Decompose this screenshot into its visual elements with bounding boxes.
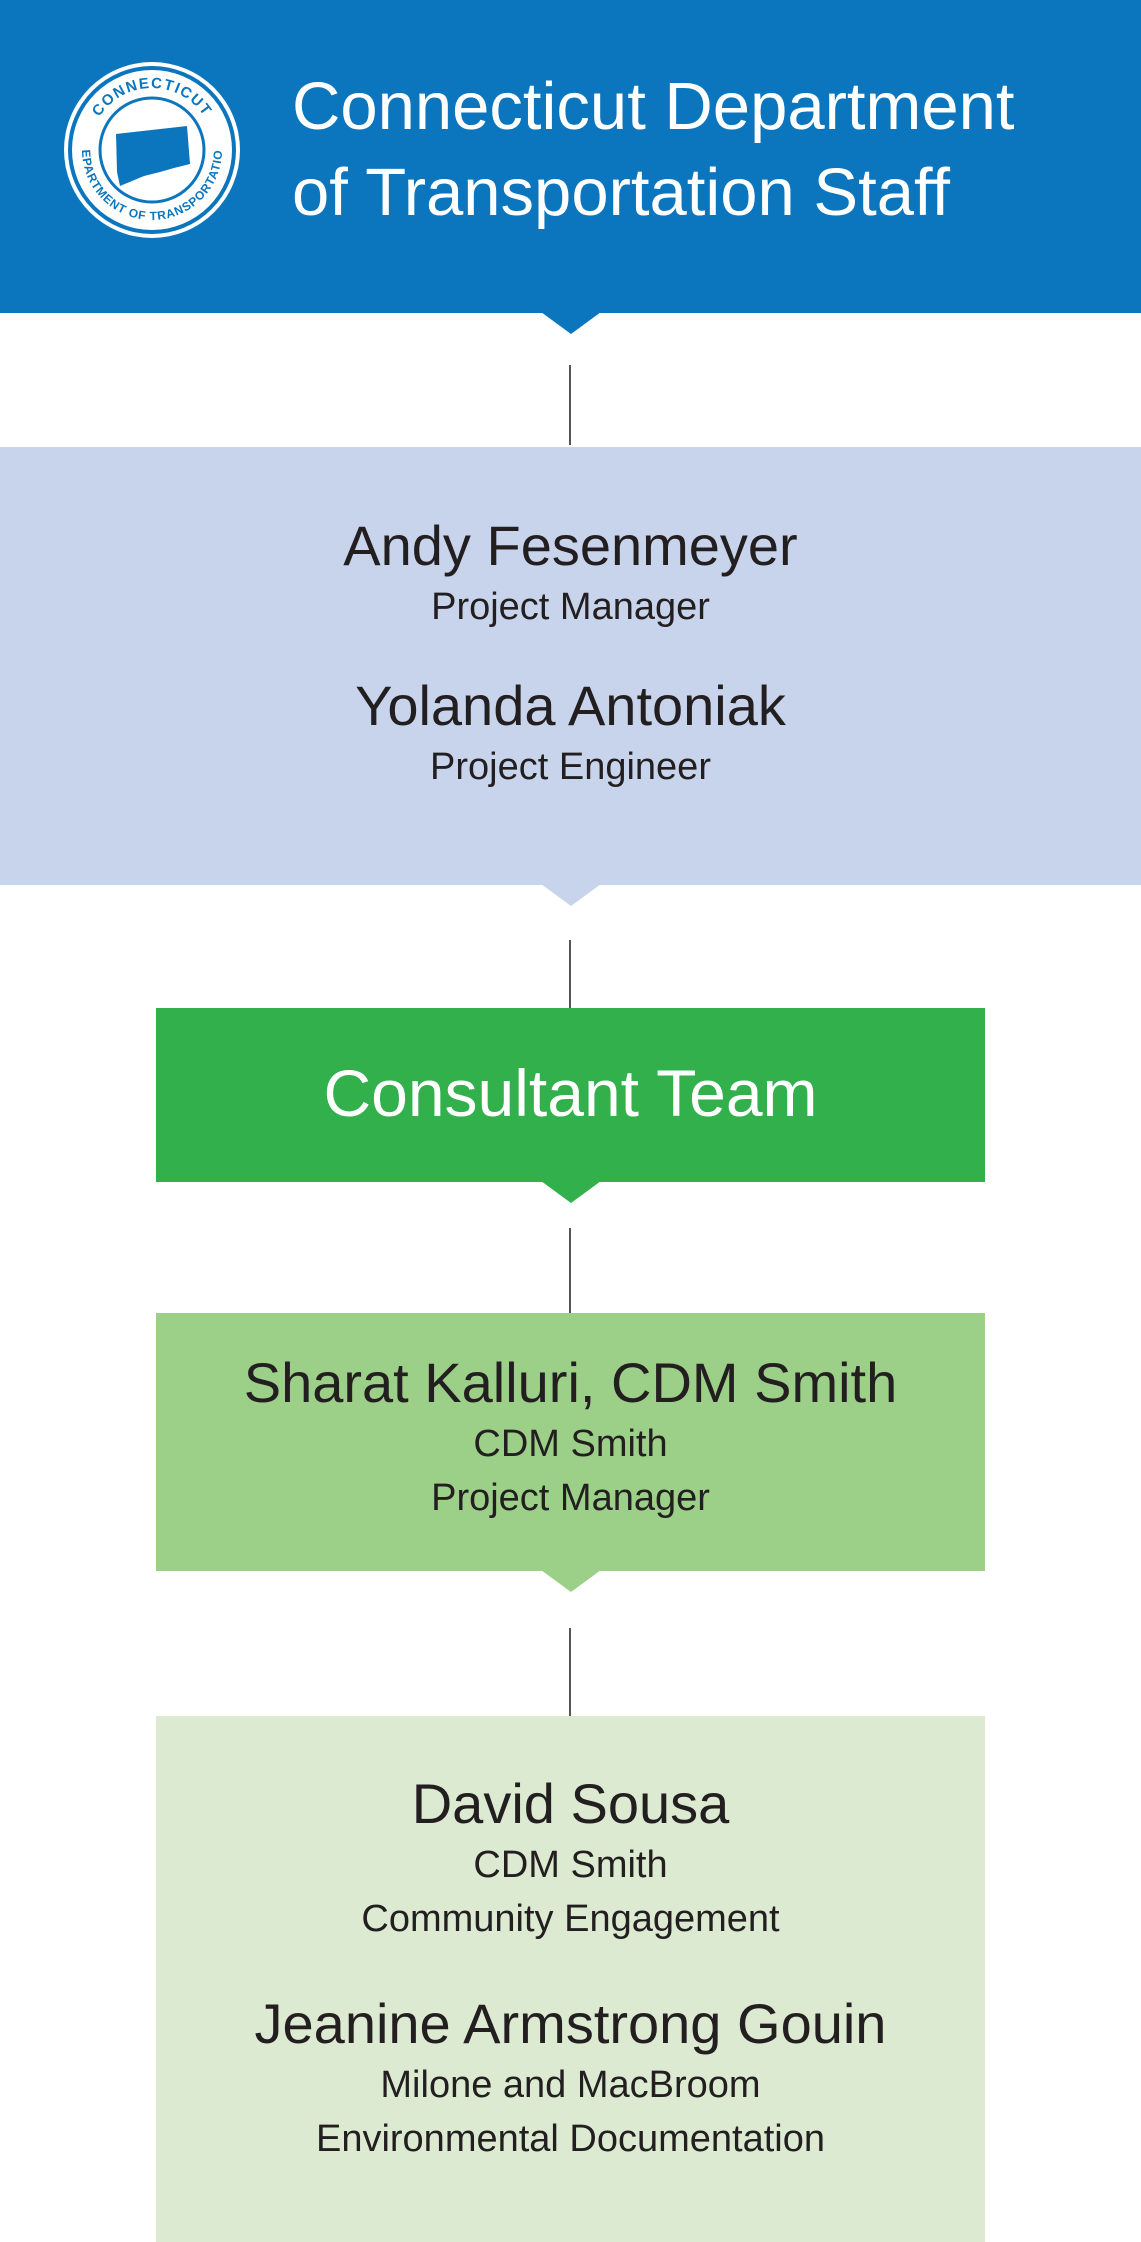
- person-name: Andy Fesenmeyer: [343, 514, 798, 577]
- person-role: Community Engagement: [361, 1898, 780, 1940]
- title-line-1: Connecticut Department: [292, 69, 1015, 144]
- page-title: Connecticut Department of Transportation…: [292, 64, 1092, 236]
- staff-card: Yolanda Antoniak Project Engineer: [0, 672, 1141, 794]
- dot-box-pointer: [541, 884, 601, 906]
- person-role: Environmental Documentation: [315, 2118, 826, 2160]
- title-line-2: of Transportation Staff: [292, 155, 950, 230]
- person-name: Jeanine Armstrong Gouin: [254, 1992, 887, 2055]
- connector-line: [569, 1628, 571, 1716]
- person-company: Milone and MacBroom: [380, 2064, 761, 2106]
- dot-staff-box: Andy Fesenmeyer Project Manager Yolanda …: [0, 447, 1141, 885]
- connector-line: [569, 940, 571, 1008]
- person-role: Project Engineer: [430, 746, 711, 788]
- consultant-staff-box: David Sousa CDM Smith Community Engageme…: [156, 1716, 985, 2242]
- ctdot-seal-logo: CONNECTICUT DEPARTMENT OF TRANSPORTATION: [62, 60, 240, 238]
- consultant-pm-box: Sharat Kalluri, CDM Smith CDM Smith Proj…: [156, 1313, 985, 1571]
- header-pointer: [541, 312, 601, 334]
- person-role: Project Manager: [431, 1477, 710, 1519]
- person-role: Project Manager: [431, 586, 710, 628]
- person-company: CDM Smith: [473, 1844, 668, 1886]
- person-company: CDM Smith: [473, 1423, 668, 1465]
- staff-card: Jeanine Armstrong Gouin Milone and MacBr…: [156, 1990, 985, 2166]
- consultant-team-title: Consultant Team: [323, 1056, 818, 1130]
- connector-line: [569, 365, 571, 445]
- header-banner: CONNECTICUT DEPARTMENT OF TRANSPORTATION…: [0, 0, 1141, 313]
- consultant-box-pointer: [541, 1181, 601, 1203]
- person-name: Sharat Kalluri, CDM Smith: [243, 1351, 898, 1414]
- staff-card: David Sousa CDM Smith Community Engageme…: [156, 1770, 985, 1946]
- staff-card: Andy Fesenmeyer Project Manager: [0, 512, 1141, 634]
- person-name: Yolanda Antoniak: [355, 674, 786, 737]
- connector-line: [569, 1228, 571, 1313]
- person-name: David Sousa: [411, 1772, 730, 1835]
- consultant-team-box: Consultant Team: [156, 1008, 985, 1182]
- pm-box-pointer: [541, 1570, 601, 1592]
